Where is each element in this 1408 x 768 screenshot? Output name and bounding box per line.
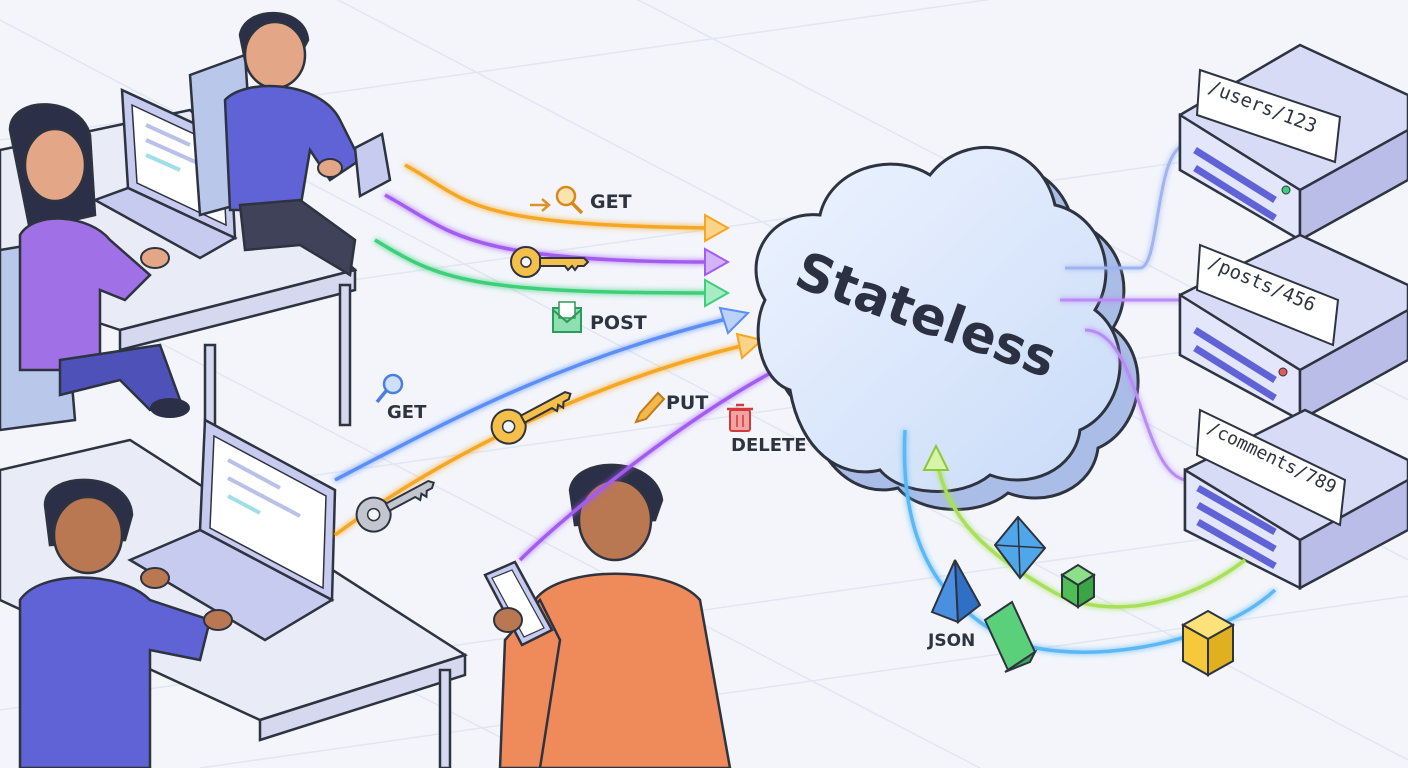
magnifier-icon (555, 185, 584, 215)
pyramid-shape (930, 559, 982, 624)
arrowhead-purple-top (704, 247, 731, 277)
person-man-tablet (188, 11, 392, 278)
label-put: PUT (666, 392, 708, 414)
stateless-cloud: Stateless (754, 145, 1140, 511)
label-post: POST (590, 312, 647, 334)
arrowhead-blue (718, 306, 751, 335)
server-comments: /comments/789 (1183, 408, 1408, 591)
arrow-put-purple (518, 366, 781, 562)
response-path-green (934, 454, 1247, 609)
response-arrowhead (922, 443, 950, 471)
label-get-top: GET (590, 191, 632, 213)
envelope-icon (552, 301, 582, 333)
cube-yellow (1180, 609, 1236, 677)
prism-green (983, 600, 1038, 673)
person-man-phone (483, 463, 732, 768)
laptop-bottom (127, 417, 337, 642)
pencil-icon (634, 391, 666, 424)
key-icon (490, 391, 572, 445)
link-comments (1084, 328, 1186, 482)
method-delete: DELETE (727, 403, 807, 456)
arrow-right-icon (530, 198, 551, 212)
json-shapes: JSON (927, 515, 1236, 677)
magnifier-icon (375, 373, 404, 404)
octahedron-shape (993, 515, 1047, 580)
key-icon (510, 246, 590, 278)
person-woman-laptop (0, 103, 190, 432)
json-label: JSON (927, 631, 975, 651)
arrowhead-green-top (704, 278, 731, 308)
method-put: PUT (634, 391, 708, 424)
label-get-left: GET (387, 402, 427, 423)
label-delete: DELETE (731, 435, 807, 456)
server-users: /users/123 (1178, 43, 1408, 243)
method-get-left: GET (375, 373, 427, 423)
person-man-laptop (18, 478, 233, 768)
arrowhead-orange-top (704, 213, 731, 243)
arrowhead-orange-bottom (735, 332, 765, 360)
cube-green-small (1060, 563, 1096, 609)
server-posts: /posts/456 (1178, 233, 1408, 423)
trash-icon (727, 403, 753, 432)
arrow-get-blue (334, 316, 731, 482)
method-get-top: GET (530, 185, 632, 215)
key-icon (355, 479, 435, 533)
link-users (1065, 143, 1186, 270)
method-post: POST (552, 301, 647, 334)
arrow-post-green (374, 238, 711, 295)
server-links (1060, 143, 1186, 482)
arrow-key-purple (384, 193, 711, 264)
arrow-get-orange (404, 163, 711, 230)
